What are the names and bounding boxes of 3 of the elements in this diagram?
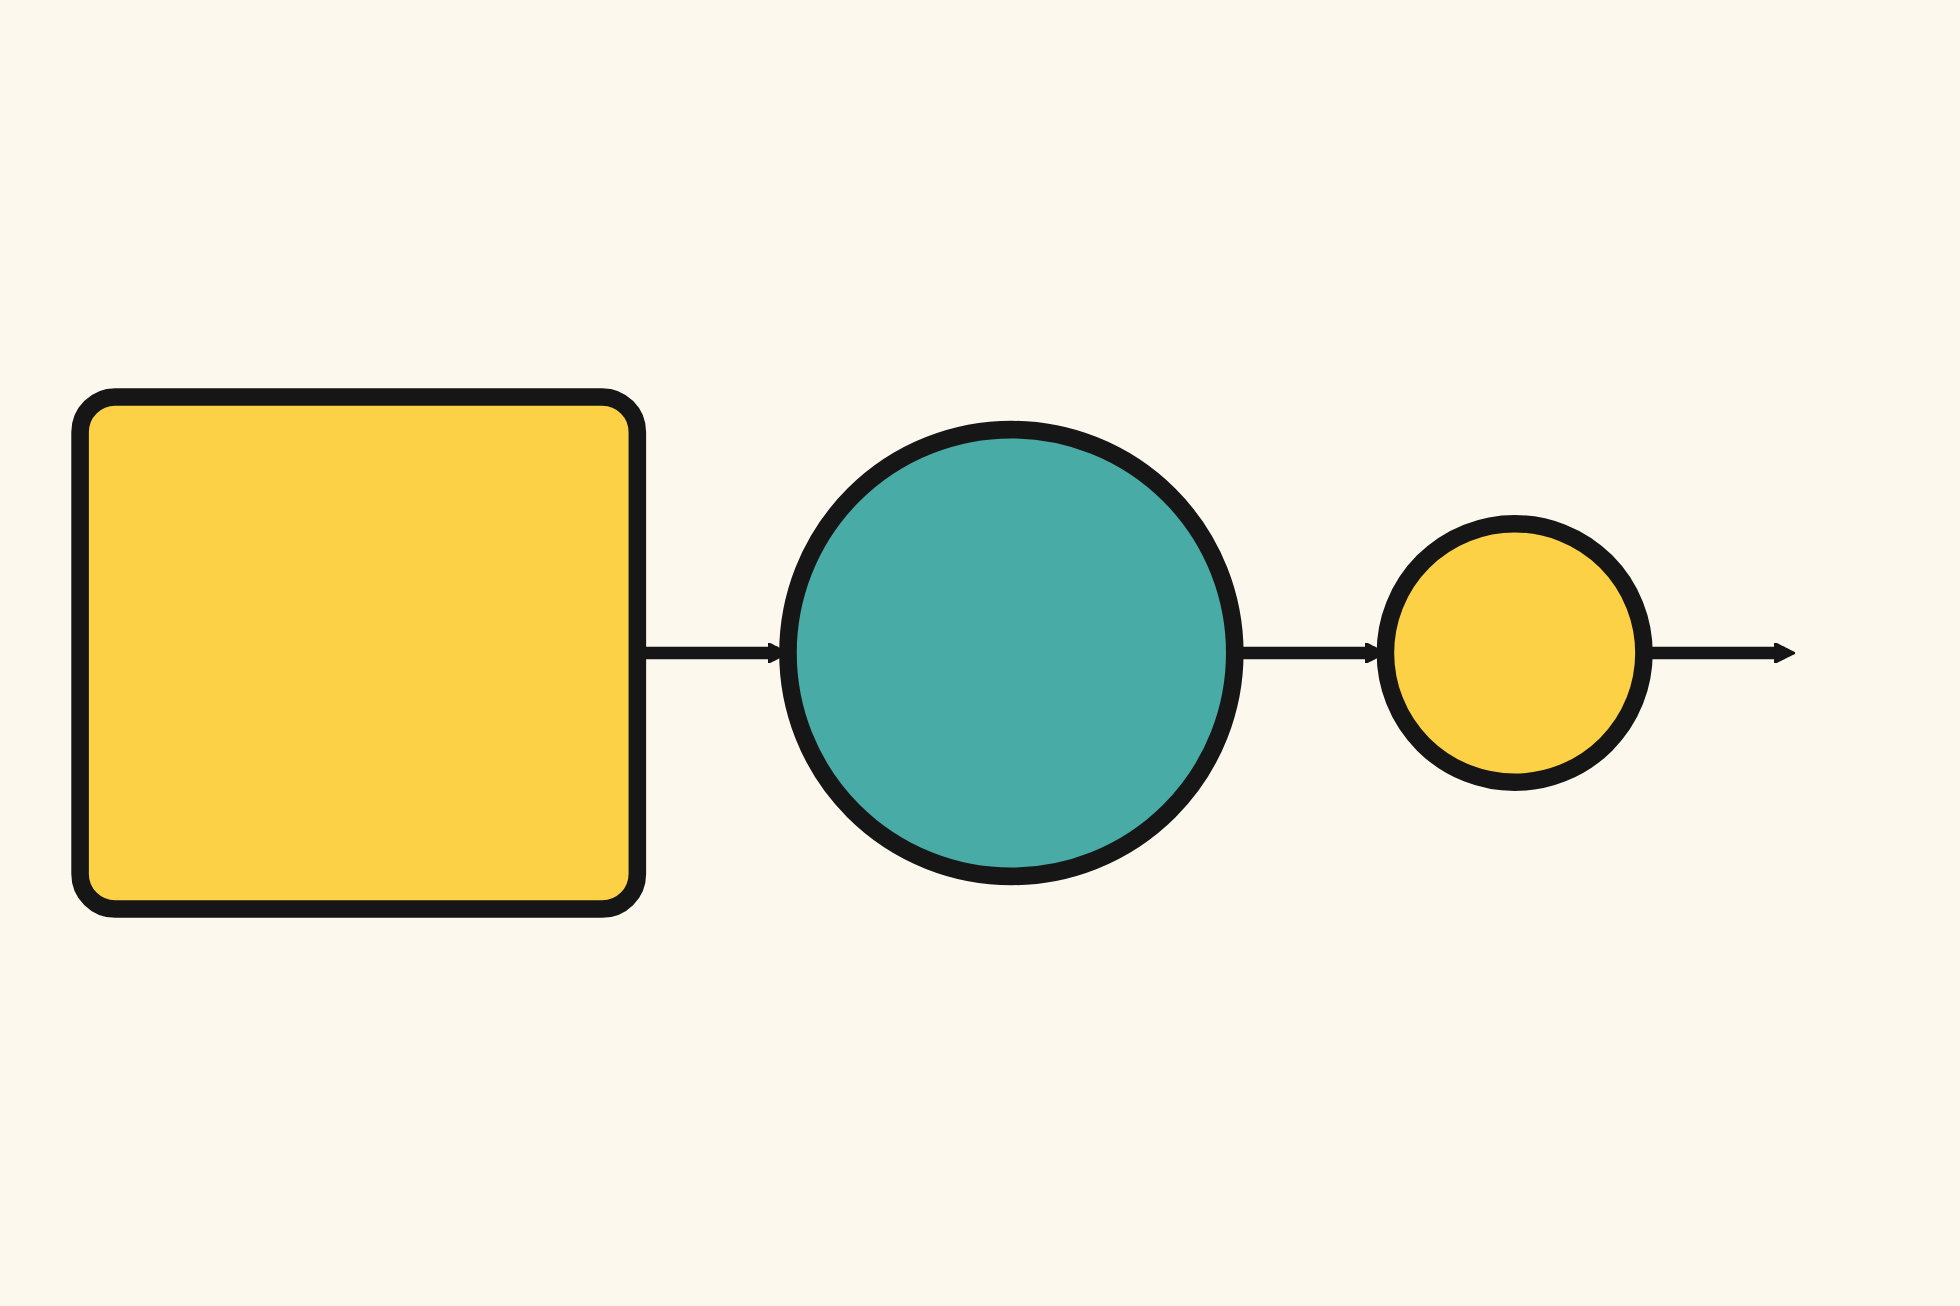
node-circle bbox=[779, 420, 1244, 886]
node-box bbox=[71, 388, 647, 918]
node-circle bbox=[1376, 514, 1653, 792]
